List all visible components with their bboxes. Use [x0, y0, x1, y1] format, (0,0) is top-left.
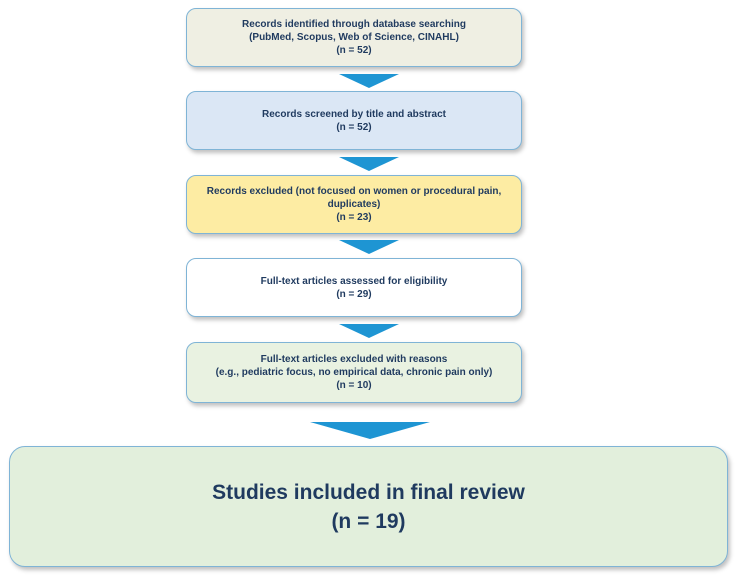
box-records-screened: Records screened by title and abstract (… — [186, 91, 522, 150]
box-line: (n = 19) — [331, 509, 406, 533]
arrow-down — [339, 74, 399, 88]
box-line: duplicates) — [327, 199, 381, 210]
box-line: (n = 10) — [336, 380, 372, 391]
box-line: Records identified through database sear… — [242, 19, 466, 30]
box-line: Full-text articles excluded with reasons — [260, 354, 448, 365]
box-studies-included: Studies included in final review (n = 19… — [9, 446, 728, 567]
box-line: (n = 52) — [336, 45, 372, 56]
box-line: (n = 23) — [336, 212, 372, 223]
arrow-down-large — [310, 422, 430, 439]
arrow-down — [339, 324, 399, 338]
box-line: Studies included in final review — [212, 480, 525, 504]
box-line: (PubMed, Scopus, Web of Science, CINAHL) — [249, 32, 459, 43]
box-line: (n = 29) — [336, 288, 372, 300]
box-records-identified: Records identified through database sear… — [186, 8, 522, 67]
box-line: Records screened by title and abstract — [262, 108, 446, 120]
arrow-down — [339, 240, 399, 254]
box-line: (e.g., pediatric focus, no empirical dat… — [215, 367, 493, 378]
box-line: (n = 52) — [336, 121, 372, 133]
box-line: Full-text articles assessed for eligibil… — [260, 275, 448, 287]
box-line: Records excluded (not focused on women o… — [206, 186, 502, 197]
box-records-excluded: Records excluded (not focused on women o… — [186, 175, 522, 234]
box-fulltext-assessed: Full-text articles assessed for eligibil… — [186, 258, 522, 317]
arrow-down — [339, 157, 399, 171]
box-fulltext-excluded: Full-text articles excluded with reasons… — [186, 342, 522, 403]
